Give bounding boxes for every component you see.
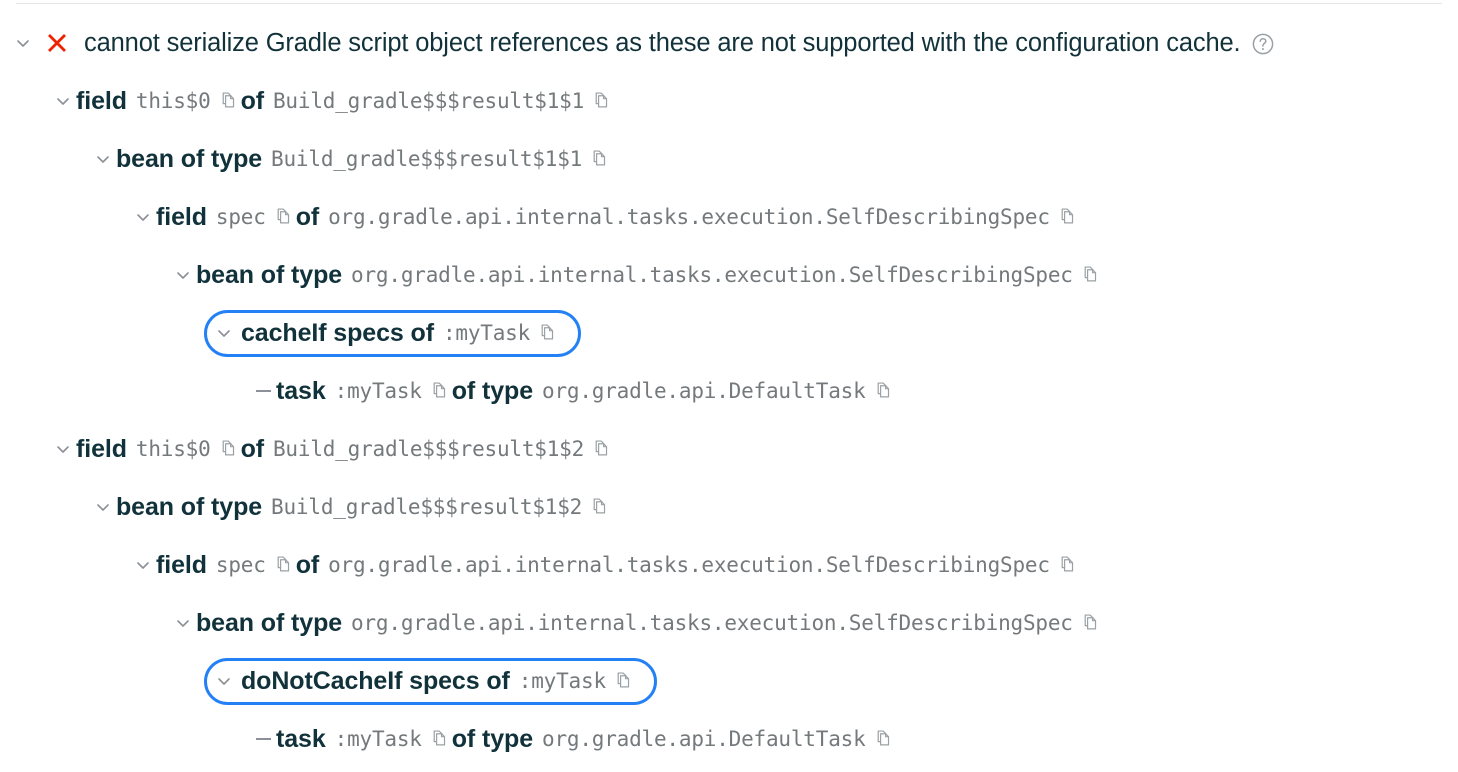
tree-row[interactable]: field this$0 of Build_gradle$$$result$1$1 xyxy=(0,72,1458,130)
tree-row[interactable]: field spec of org.gradle.api.internal.tasks… xyxy=(0,188,1458,246)
node-value: Build_gradle$$$result$1$1 xyxy=(271,147,583,171)
node-label: field xyxy=(156,202,207,231)
tree-row[interactable]: bean of type org.gradle.api.internal.task… xyxy=(0,246,1458,304)
chevron-down-icon[interactable] xyxy=(90,146,116,172)
copy-icon[interactable] xyxy=(217,438,238,459)
node-label: of xyxy=(240,434,265,463)
copy-icon[interactable] xyxy=(612,670,633,691)
chevron-down-icon[interactable] xyxy=(211,668,237,694)
node-value: org.gradle.api.DefaultTask xyxy=(542,727,866,751)
tree-node-content: field this$0 of Build_gradle$$$result$1$2 xyxy=(50,435,614,464)
node-value: :myTask xyxy=(442,321,531,345)
tree-row[interactable]: bean of type Build_gradle$$$result$1$1 xyxy=(0,130,1458,188)
node-label: bean of type xyxy=(116,492,263,521)
tree-node-content: task :myTask of type org.gradle.api.Default… xyxy=(250,725,896,754)
node-label: bean of type xyxy=(116,144,263,173)
tree-row[interactable]: bean of type Build_gradle$$$result$1$2 xyxy=(0,478,1458,536)
node-value: :myTask xyxy=(334,379,422,403)
tree-node-content: field spec of org.gradle.api.internal.tasks… xyxy=(130,551,1080,580)
copy-icon[interactable] xyxy=(1056,206,1077,227)
node-label: task xyxy=(276,376,326,405)
error-message: cannot serialize Gradle script object re… xyxy=(84,28,1241,57)
node-value: org.gradle.api.DefaultTask xyxy=(542,379,866,403)
tree-row[interactable]: field spec of org.gradle.api.internal.tasks… xyxy=(0,536,1458,594)
node-value: this$0 xyxy=(135,437,211,461)
chevron-down-icon[interactable] xyxy=(130,552,156,578)
copy-icon[interactable] xyxy=(872,728,893,749)
node-value: spec xyxy=(215,205,266,229)
copy-icon[interactable] xyxy=(1079,264,1100,285)
dash-icon xyxy=(250,726,276,752)
node-label: bean of type xyxy=(196,608,343,637)
copy-icon[interactable] xyxy=(272,206,293,227)
node-label: doNotCacheIf specs of xyxy=(241,666,510,695)
node-value: Build_gradle$$$result$1$2 xyxy=(271,495,583,519)
tree-row-root[interactable]: cannot serialize Gradle script object re… xyxy=(0,14,1458,72)
chevron-down-icon[interactable] xyxy=(211,320,237,346)
tree-row[interactable]: task :myTask of type org.gradle.api.Default… xyxy=(0,710,1458,768)
chevron-down-icon[interactable] xyxy=(130,204,156,230)
copy-icon[interactable] xyxy=(1079,612,1100,633)
node-value: org.gradle.api.internal.tasks.execution.… xyxy=(351,263,1073,287)
node-label: of type xyxy=(451,376,533,405)
chevron-down-icon[interactable] xyxy=(170,262,196,288)
top-divider xyxy=(16,3,1442,4)
chevron-down-icon[interactable] xyxy=(170,610,196,636)
node-value: :myTask xyxy=(518,669,606,693)
copy-icon[interactable] xyxy=(428,380,449,401)
tree-row[interactable]: field this$0 of Build_gradle$$$result$1$2 xyxy=(0,420,1458,478)
copy-icon[interactable] xyxy=(1056,554,1077,575)
copy-icon[interactable] xyxy=(536,322,557,343)
chevron-down-icon[interactable] xyxy=(90,494,116,520)
tree-node-content: task :myTask of type org.gradle.api.Default… xyxy=(250,377,896,406)
problem-tree: cannot serialize Gradle script object re… xyxy=(0,14,1458,768)
copy-icon[interactable] xyxy=(428,728,449,749)
tree-node-content: bean of type org.gradle.api.internal.task… xyxy=(170,609,1103,638)
error-cross-icon xyxy=(42,31,72,55)
node-value: :myTask xyxy=(334,727,422,751)
node-label: of xyxy=(295,550,320,579)
node-value: Build_gradle$$$result$1$2 xyxy=(272,437,585,461)
tree-row[interactable]: bean of type org.gradle.api.internal.task… xyxy=(0,594,1458,652)
chevron-down-icon[interactable] xyxy=(50,88,76,114)
copy-icon[interactable] xyxy=(590,438,611,459)
chevron-down-icon[interactable] xyxy=(10,30,36,56)
node-label: field xyxy=(76,86,127,115)
copy-icon[interactable] xyxy=(217,90,238,111)
node-label: task xyxy=(276,724,326,753)
tree-node-content: bean of type Build_gradle$$$result$1$2 xyxy=(90,493,612,522)
copy-icon[interactable] xyxy=(588,496,609,517)
node-value: org.gradle.api.internal.tasks.execution.… xyxy=(328,553,1050,577)
tree-node-content: field this$0 of Build_gradle$$$result$1$1 xyxy=(50,87,614,116)
tree-node-content: bean of type org.gradle.api.internal.task… xyxy=(170,261,1103,290)
node-value: this$0 xyxy=(135,89,211,113)
help-circle-icon[interactable] xyxy=(1251,32,1275,56)
node-label: field xyxy=(156,550,207,579)
node-label: bean of type xyxy=(196,260,343,289)
copy-icon[interactable] xyxy=(590,90,611,111)
tree-row[interactable]: cacheIf specs of :myTask xyxy=(0,304,1458,362)
node-value: Build_gradle$$$result$1$1 xyxy=(272,89,585,113)
node-value: org.gradle.api.internal.tasks.execution.… xyxy=(328,205,1050,229)
chevron-down-icon[interactable] xyxy=(50,436,76,462)
copy-icon[interactable] xyxy=(872,380,893,401)
tree-node-content: field spec of org.gradle.api.internal.tasks… xyxy=(130,203,1080,232)
node-value: spec xyxy=(215,553,266,577)
node-label: cacheIf specs of xyxy=(241,318,434,347)
node-label: of xyxy=(240,86,265,115)
node-value: org.gradle.api.internal.tasks.execution.… xyxy=(351,611,1073,635)
highlighted-tree-node[interactable]: cacheIf specs of :myTask xyxy=(204,309,582,357)
node-label: field xyxy=(76,434,127,463)
dash-icon xyxy=(250,378,276,404)
tree-row[interactable]: doNotCacheIf specs of :myTask xyxy=(0,652,1458,710)
highlighted-tree-node[interactable]: doNotCacheIf specs of :myTask xyxy=(204,657,657,705)
copy-icon[interactable] xyxy=(272,554,293,575)
copy-icon[interactable] xyxy=(588,148,609,169)
node-label: of type xyxy=(451,724,533,753)
tree-node-content: bean of type Build_gradle$$$result$1$1 xyxy=(90,145,612,174)
tree-row[interactable]: task :myTask of type org.gradle.api.Default… xyxy=(0,362,1458,420)
node-label: of xyxy=(295,202,320,231)
